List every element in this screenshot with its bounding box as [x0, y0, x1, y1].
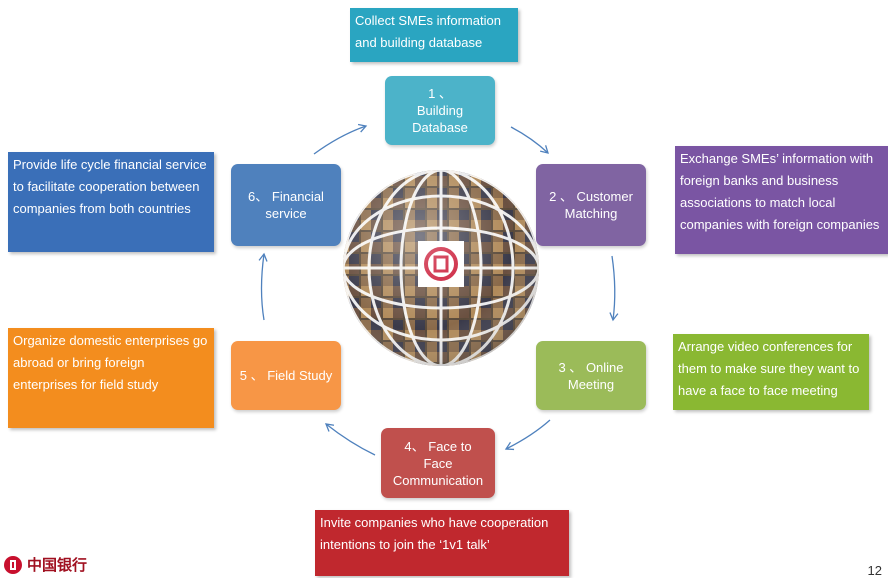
bank-logo: 中国银行 — [4, 554, 87, 575]
globe-image — [343, 170, 539, 366]
arrow-6-to-1 — [313, 123, 368, 155]
step-label: Field Study — [267, 368, 333, 383]
invite-description: Invite companies who have cooperation in… — [315, 510, 569, 576]
step-online-meeting: 3 、 Online Meeting — [536, 341, 646, 410]
step-number: 6、 — [248, 189, 269, 204]
organize-description: Organize domestic enterprises go abroad … — [8, 328, 214, 428]
page-number: 12 — [867, 563, 882, 578]
step-financial-service: 6、 Financial service — [231, 164, 341, 246]
arrow-3-to-4 — [504, 419, 551, 451]
collect-description: Collect SMEs information and building da… — [350, 8, 518, 62]
arrow-2-to-3 — [609, 255, 619, 322]
step-field-study: 5 、 Field Study — [231, 341, 341, 410]
step-face-to-face: 4、 Face to Face Communication — [381, 428, 495, 498]
step-customer-matching: 2 、 Customer Matching — [536, 164, 646, 246]
step-building-database: 1 、 Building Database — [385, 76, 495, 145]
arrow-1-to-2 — [510, 126, 549, 154]
step-number: 1 、 — [428, 86, 452, 101]
step-number: 3 、 — [558, 359, 583, 375]
step-label: Financial service — [265, 189, 324, 221]
step-number: 2 、 — [549, 189, 573, 204]
step-label: Customer Matching — [564, 189, 633, 221]
bank-name: 中国银行 — [27, 556, 88, 574]
step-number: 4、 — [404, 438, 425, 454]
step-label: Face to Face Communication — [392, 438, 484, 488]
arrow-5-to-6 — [258, 252, 268, 321]
arrange-description: Arrange video conferences for them to ma… — [673, 334, 869, 410]
bank-emblem-icon — [4, 555, 22, 574]
provide-description: Provide life cycle financial service to … — [8, 152, 214, 252]
exchange-description: Exchange SMEs’ information with foreign … — [675, 146, 888, 254]
step-label: Building Database — [412, 103, 468, 135]
step-number: 5 、 — [239, 368, 264, 383]
step-label: Online Meeting — [567, 359, 624, 392]
arrow-4-to-5 — [324, 423, 376, 456]
